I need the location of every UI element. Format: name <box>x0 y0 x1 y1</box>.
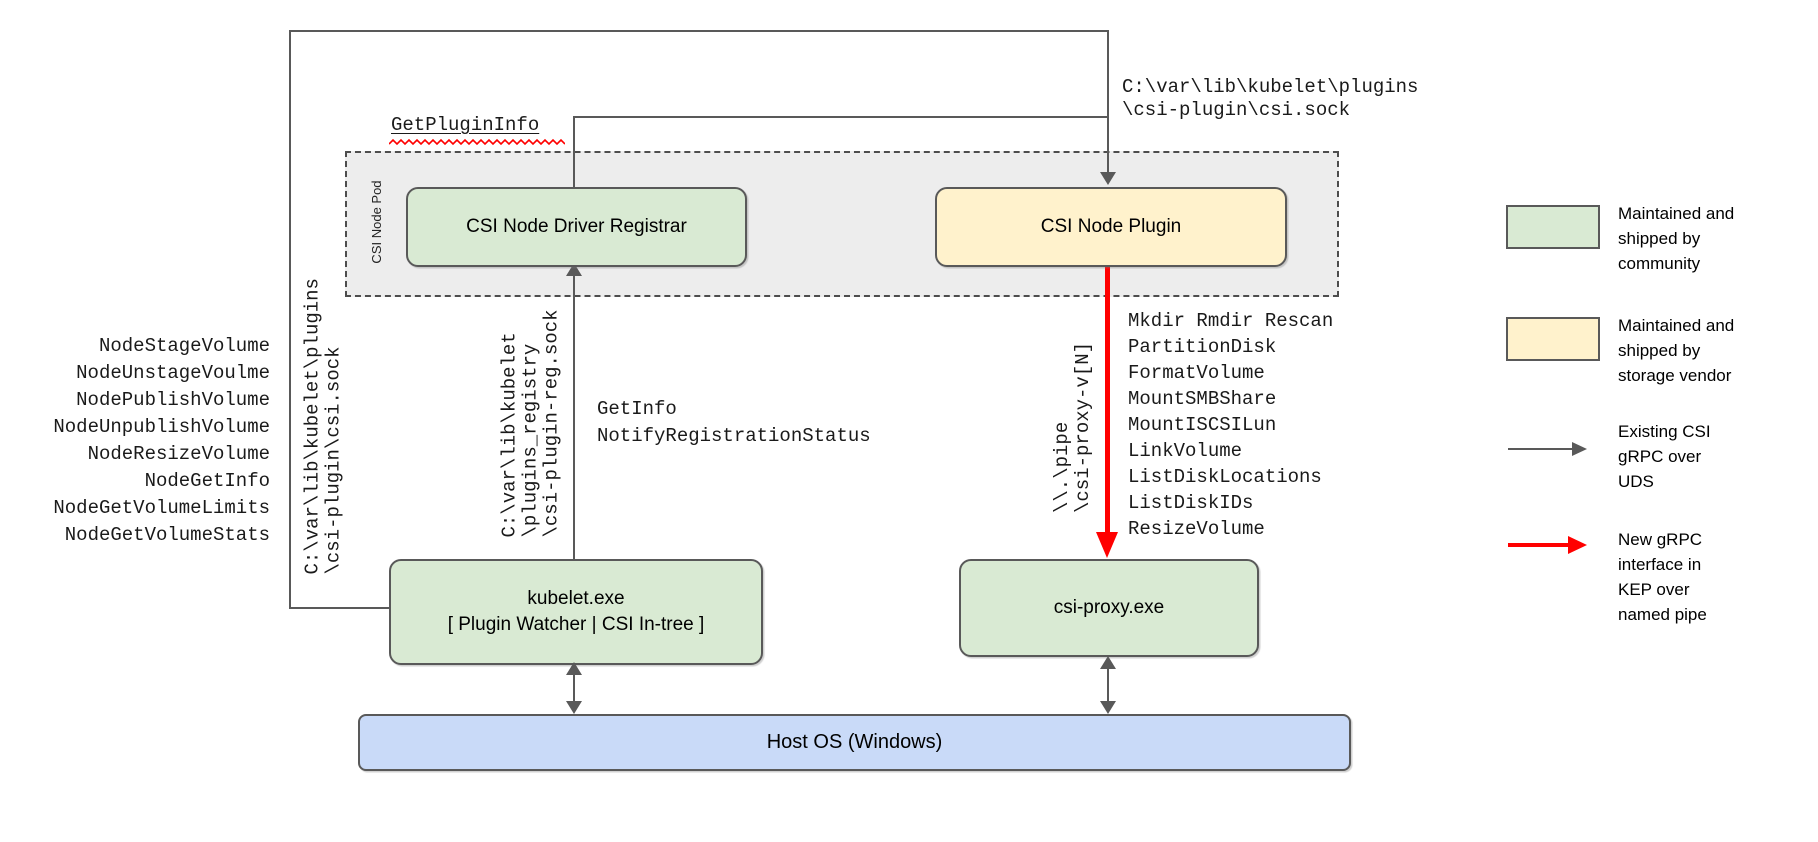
legend-community-line: shipped by <box>1618 229 1701 248</box>
proxy-host-arrowhead-down-icon <box>1100 701 1116 714</box>
registration-call-notify: NotifyRegistrationStatus <box>597 425 871 447</box>
named-pipe-arrowhead-icon <box>1096 532 1118 558</box>
registration-arrow-line <box>573 274 575 559</box>
legend-uds-arrow-line <box>1508 448 1574 450</box>
kubelet-host-arrowhead-down-icon <box>566 701 582 714</box>
legend-pipe-line: named pipe <box>1618 605 1707 624</box>
node-api-item: NodeGetVolumeLimits <box>53 497 270 519</box>
node-api-item: NodeStageVolume <box>98 335 270 357</box>
node-api-item: NodeGetInfo <box>144 470 270 492</box>
uds-line-right-vertical <box>1107 30 1109 174</box>
registration-socket-line2: \plugins_registry <box>519 343 542 538</box>
proxy-host-double-arrow <box>1098 656 1118 714</box>
csi-node-pod-label: CSI Node Pod <box>369 180 384 264</box>
legend-vendor-line: storage vendor <box>1618 366 1732 385</box>
uds-socket-path-top-line2: \csi-plugin\csi.sock <box>1122 99 1351 121</box>
legend-uds-line: gRPC over <box>1618 447 1702 466</box>
spellcheck-squiggle-icon <box>389 138 565 146</box>
uds-line-left-vertical <box>289 30 291 609</box>
proxy-api-item: FormatVolume <box>1128 362 1265 384</box>
host-os-box: Host OS (Windows) <box>358 714 1351 771</box>
proxy-api-item: MountSMBShare <box>1128 388 1277 410</box>
getplugininfo-line-vertical <box>573 116 575 188</box>
legend-pipe-line: KEP over <box>1618 580 1690 599</box>
named-pipe-line2: \csi-proxy-v[N] <box>1072 341 1094 513</box>
registration-call-getinfo: GetInfo <box>597 398 677 420</box>
uds-line-kubelet-connector <box>289 607 391 609</box>
getplugininfo-label: GetPluginInfo <box>391 114 540 136</box>
uds-socket-path-top-label: C:\var\lib\kubelet\plugins \csi-plugin\c… <box>1122 76 1418 122</box>
legend-community-line: Maintained and <box>1618 204 1735 223</box>
legend-pipe-text: New gRPC interface in KEP over named pip… <box>1618 527 1707 627</box>
kubelet-host-double-arrow <box>564 662 584 714</box>
legend-community-line: community <box>1618 254 1701 273</box>
proxy-api-item: PartitionDisk <box>1128 336 1277 358</box>
proxy-api-item: LinkVolume <box>1128 440 1243 462</box>
legend-pipe-line: interface in <box>1618 555 1702 574</box>
named-pipe-arrow-line <box>1105 263 1110 535</box>
kubelet-host-arrow-line <box>573 668 575 708</box>
proxy-host-arrow-line <box>1107 662 1109 708</box>
legend-uds-text: Existing CSI gRPC over UDS <box>1618 419 1711 494</box>
registration-socket-line3: \csi-plugin-reg.sock <box>540 309 563 538</box>
registration-socket-line1: C:\var\lib\kubelet <box>498 332 521 538</box>
registration-socket-path-label: C:\var\lib\kubelet \plugins_registry \cs… <box>498 309 563 538</box>
csi-node-driver-registrar-label: CSI Node Driver Registrar <box>466 216 687 237</box>
legend-pipe-arrowhead-icon <box>1568 536 1587 554</box>
legend-pipe-line: New gRPC <box>1618 530 1703 549</box>
proxy-api-item: ListDiskLocations <box>1128 466 1322 488</box>
uds-socket-vertical-line2: \csi-plugin\csi.sock <box>322 346 345 575</box>
legend-pipe-arrow-line <box>1508 543 1570 547</box>
legend-community-swatch <box>1506 205 1600 249</box>
legend-uds-line: UDS <box>1618 472 1654 491</box>
csi-proxy-box: csi-proxy.exe <box>959 559 1259 657</box>
csi-node-plugin-box: CSI Node Plugin <box>935 187 1287 267</box>
node-api-item: NodePublishVolume <box>76 389 270 411</box>
kubelet-label-line1: kubelet.exe <box>527 588 625 609</box>
uds-socket-path-vertical-label: C:\var\lib\kubelet\plugins \csi-plugin\c… <box>301 278 345 575</box>
legend-uds-line: Existing CSI <box>1618 422 1711 441</box>
legend-pipe-arrow <box>1508 535 1592 555</box>
proxy-api-item: Mkdir Rmdir Rescan <box>1128 310 1334 332</box>
host-os-label: Host OS (Windows) <box>766 731 943 753</box>
getplugininfo-line-horizontal <box>573 116 1109 118</box>
legend-community-text: Maintained and shipped by community <box>1618 201 1734 276</box>
node-api-item: NodeGetVolumeStats <box>64 524 270 546</box>
legend-vendor-swatch <box>1506 317 1600 361</box>
legend-vendor-line: Maintained and <box>1618 316 1735 335</box>
kubelet-label-line2: [ Plugin Watcher | CSI In-tree ] <box>447 614 705 635</box>
legend-vendor-text: Maintained and shipped by storage vendor <box>1618 313 1734 388</box>
proxy-host-arrowhead-up-icon <box>1100 656 1116 669</box>
registration-calls-label: GetInfo NotifyRegistrationStatus <box>597 396 871 450</box>
uds-socket-vertical-line1: C:\var\lib\kubelet\plugins <box>301 278 324 575</box>
node-api-item: NodeUnstageVoulme <box>76 362 270 384</box>
proxy-api-item: ListDiskIDs <box>1128 492 1254 514</box>
uds-socket-path-top-line1: C:\var\lib\kubelet\plugins <box>1122 76 1419 98</box>
kubelet-host-arrowhead-up-icon <box>566 662 582 675</box>
csi-node-driver-registrar-box: CSI Node Driver Registrar <box>406 187 747 267</box>
proxy-api-list: Mkdir Rmdir Rescan PartitionDisk FormatV… <box>1128 308 1333 542</box>
named-pipe-line1: \\.\pipe <box>1051 421 1073 513</box>
csi-proxy-label: csi-proxy.exe <box>1053 597 1165 618</box>
proxy-api-item: ResizeVolume <box>1128 518 1265 540</box>
kubelet-box: kubelet.exe [ Plugin Watcher | CSI In-tr… <box>389 559 763 665</box>
node-api-list: NodeStageVolume NodeUnstageVoulme NodePu… <box>30 333 270 549</box>
proxy-api-item: MountISCSILun <box>1128 414 1277 436</box>
legend-uds-arrow <box>1508 441 1592 457</box>
node-api-item: NodeResizeVolume <box>87 443 270 465</box>
uds-arrowhead-into-plugin-icon <box>1100 172 1116 185</box>
named-pipe-path-label: \\.\pipe \csi-proxy-v[N] <box>1051 327 1094 513</box>
legend-vendor-line: shipped by <box>1618 341 1701 360</box>
node-api-item: NodeUnpublishVolume <box>53 416 270 438</box>
uds-line-top-horizontal <box>289 30 1109 32</box>
csi-node-plugin-label: CSI Node Plugin <box>1040 216 1182 237</box>
legend-uds-arrowhead-icon <box>1572 442 1587 456</box>
